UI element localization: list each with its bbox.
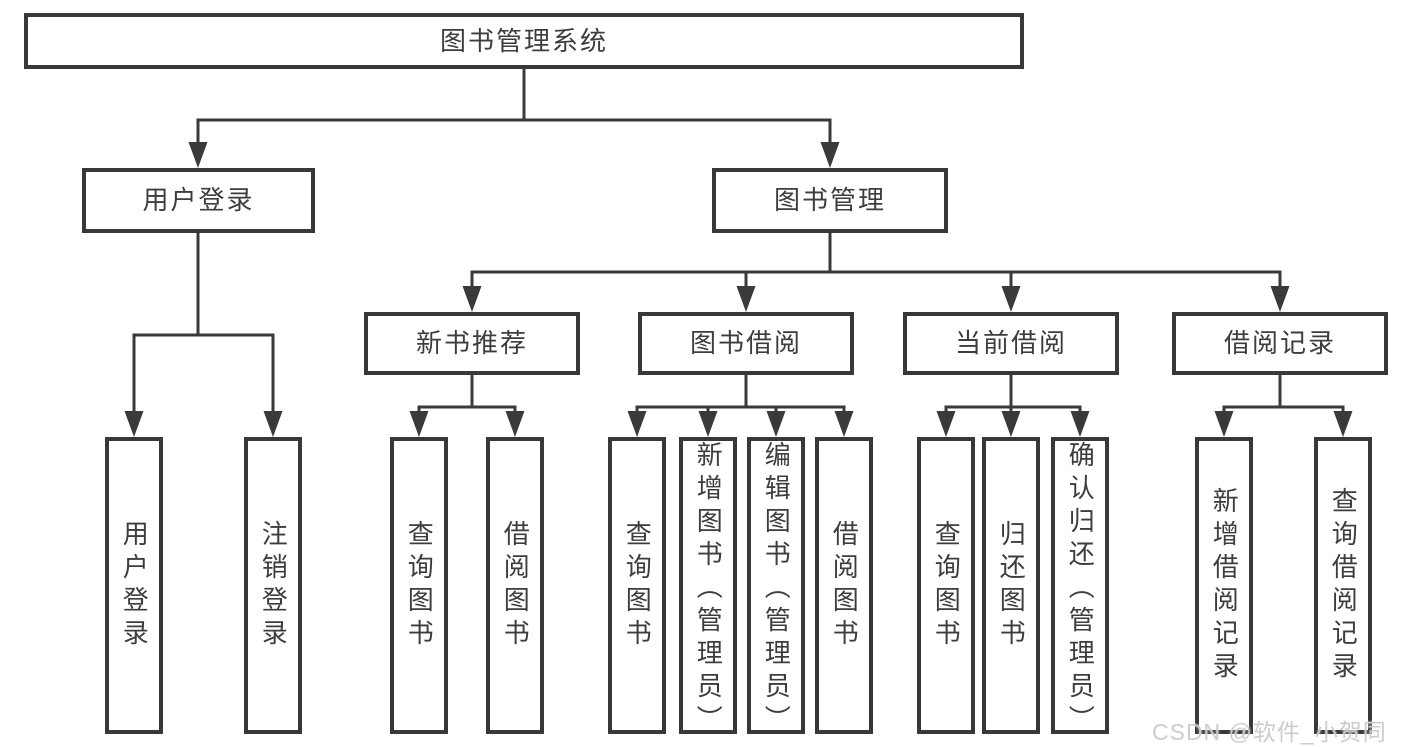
leaf-borrow-book-recommend: 借阅图书 (486, 437, 544, 734)
leaf-edit-book-admin: 编辑图书（管理员） (747, 437, 805, 738)
leaf-query-book-current: 查询图书 (917, 437, 975, 734)
leaf-add-book-admin: 新增图书（管理员） (679, 437, 737, 738)
leaf-logout: 注销登录 (244, 437, 302, 734)
node-user-login: 用户登录 (82, 168, 315, 233)
node-current-borrow: 当前借阅 (903, 312, 1119, 375)
leaf-user-login: 用户登录 (105, 437, 163, 734)
node-root: 图书管理系统 (24, 13, 1024, 69)
watermark: CSDN @软件_小贺同学 (1152, 719, 1387, 745)
leaf-query-borrow-record: 查询借阅记录 (1314, 437, 1372, 734)
node-book-borrow: 图书借阅 (638, 312, 854, 375)
node-borrow-records: 借阅记录 (1172, 312, 1388, 375)
leaf-query-book-recommend: 查询图书 (390, 437, 448, 734)
leaf-return-book: 归还图书 (982, 437, 1040, 734)
arrowheads (124, 142, 1353, 437)
leaf-confirm-return-admin: 确认归还（管理员） (1051, 437, 1109, 738)
node-new-book-recommend: 新书推荐 (364, 312, 580, 375)
leaf-query-book-borrow: 查询图书 (608, 437, 666, 734)
node-book-management: 图书管理 (712, 168, 948, 233)
leaf-borrow-book: 借阅图书 (815, 437, 873, 734)
leaf-add-borrow-record: 新增借阅记录 (1195, 437, 1253, 734)
